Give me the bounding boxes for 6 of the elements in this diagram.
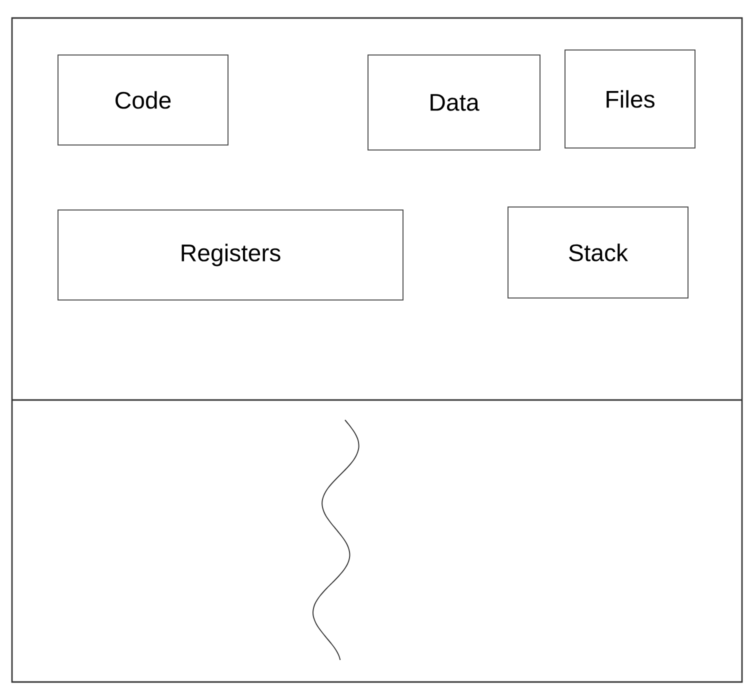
process-frame bbox=[11, 17, 743, 683]
label-box: Code bbox=[58, 54, 228, 146]
label-box: Registers bbox=[58, 210, 404, 300]
label-box: Stack bbox=[508, 206, 688, 298]
label-box: Files bbox=[564, 50, 696, 148]
label-box: Data bbox=[368, 54, 540, 150]
